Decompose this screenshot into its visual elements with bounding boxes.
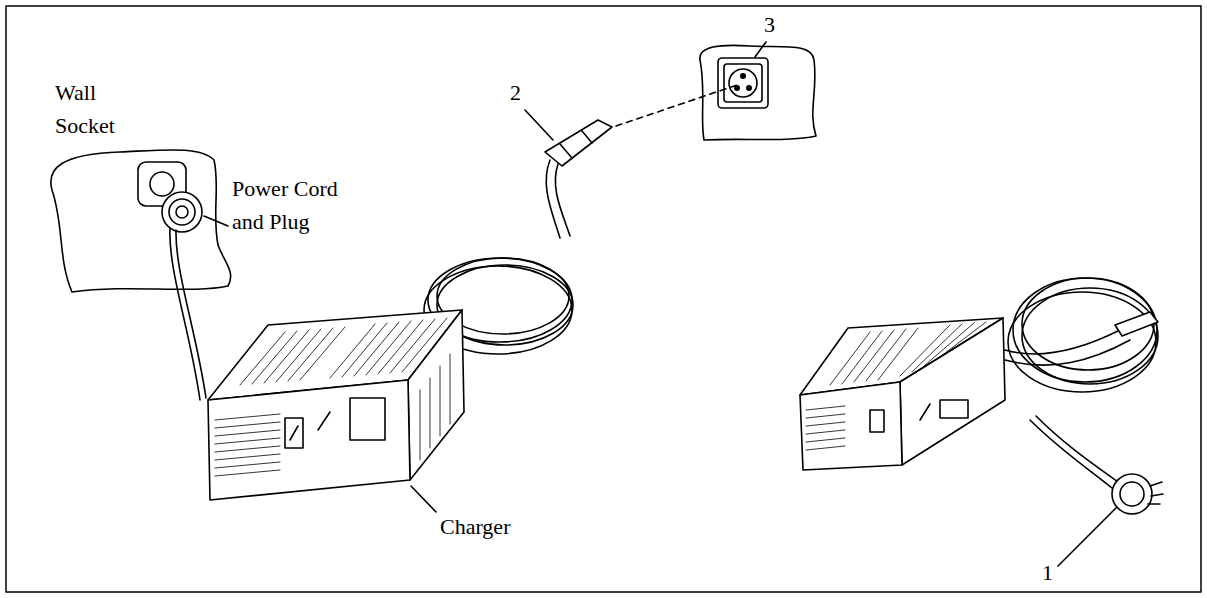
leader-line bbox=[204, 216, 228, 226]
frame bbox=[6, 6, 1201, 592]
wall bbox=[51, 150, 231, 292]
wall-socket bbox=[718, 58, 768, 108]
plug bbox=[545, 120, 612, 238]
charger bbox=[208, 310, 464, 500]
insertion-line bbox=[616, 84, 740, 126]
plug bbox=[162, 192, 202, 232]
wall bbox=[700, 45, 816, 140]
callout-number: 2 bbox=[510, 76, 540, 109]
leader-line bbox=[411, 486, 436, 512]
charger bbox=[800, 318, 1005, 470]
leader-line bbox=[525, 110, 553, 140]
callout-number: 3 bbox=[764, 8, 794, 41]
power-cord bbox=[170, 228, 200, 400]
callout-number: 1 bbox=[1042, 556, 1072, 589]
cable-coil bbox=[1005, 278, 1158, 488]
part-label: Charger bbox=[440, 510, 560, 543]
part-label: Power Cord and Plug bbox=[232, 172, 362, 238]
leader-line bbox=[755, 42, 766, 57]
plug bbox=[1112, 474, 1163, 514]
vents bbox=[215, 318, 450, 476]
leader-line bbox=[1058, 508, 1116, 566]
vents bbox=[806, 322, 986, 450]
part-label: Wall Socket bbox=[55, 76, 137, 142]
